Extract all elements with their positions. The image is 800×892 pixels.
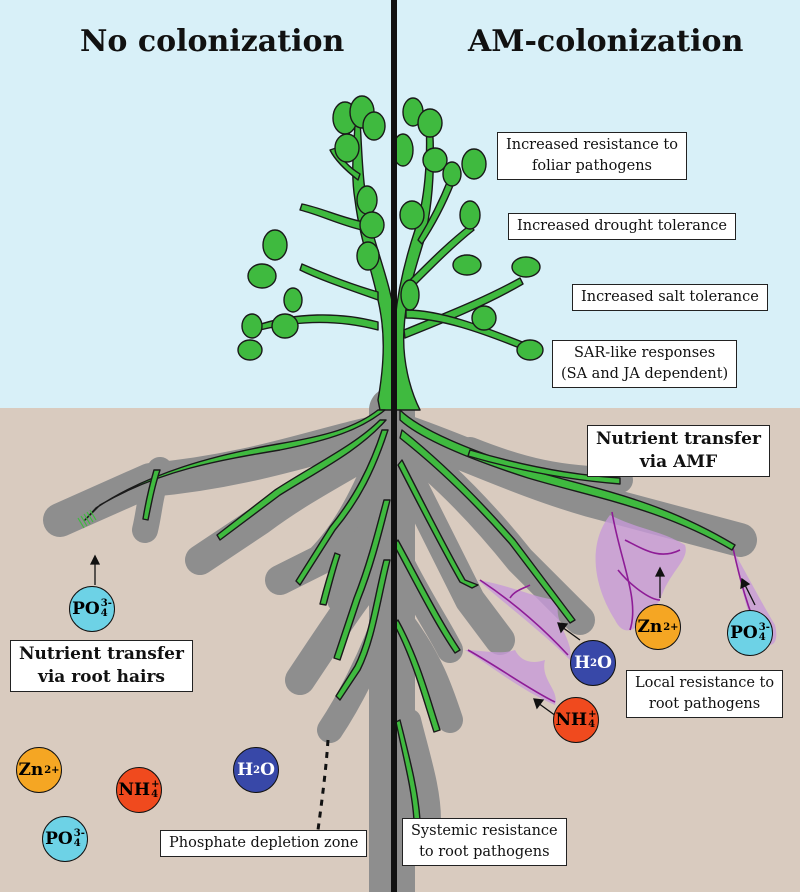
label-line: to root pathogens xyxy=(419,844,550,860)
ion-symbol: H xyxy=(574,653,591,673)
ion-symbol: Zn xyxy=(637,617,663,637)
ion-symbol: H xyxy=(237,760,254,780)
label-line: Nutrient transfer xyxy=(19,644,184,664)
nutrient-arrows xyxy=(89,554,756,717)
ion-subscript: 4 xyxy=(151,789,159,800)
ion-subscript: 4 xyxy=(73,838,81,849)
ion-subscript: 4 xyxy=(100,608,108,619)
ion-subscript: 2 xyxy=(253,764,261,776)
ion-charge: + xyxy=(588,709,597,720)
ion-symbol: PO xyxy=(72,599,100,619)
label-line: foliar pathogens xyxy=(531,158,652,174)
ion-charge: 2+ xyxy=(663,621,679,633)
label-drought-tolerance: Increased drought tolerance xyxy=(508,213,736,240)
title-am-colonization: AM-colonization xyxy=(468,24,744,59)
label-local-resistance: Local resistance to root pathogens xyxy=(626,670,784,718)
ion-symbol-tail: O xyxy=(260,760,275,780)
label-line: (SA and JA dependent) xyxy=(561,366,729,382)
label-line: Local resistance to xyxy=(635,675,775,691)
ion-subscript: 4 xyxy=(758,632,766,643)
label-systemic-resistance: Systemic resistance to root pathogens xyxy=(402,818,567,866)
label-phosphate-depletion-zone: Phosphate depletion zone xyxy=(160,830,368,857)
ion-symbol: PO xyxy=(45,829,73,849)
ion-symbol: PO xyxy=(730,623,758,643)
ion-ammonium-right: NH+4 xyxy=(553,697,599,743)
ion-subscript: 4 xyxy=(588,719,596,730)
ion-charge: 2+ xyxy=(44,764,60,776)
ion-charge: 3- xyxy=(73,828,85,839)
label-sar-responses: SAR-like responses (SA and JA dependent) xyxy=(552,340,738,388)
center-divider xyxy=(391,0,397,892)
label-nutrient-transfer-root-hairs: Nutrient transfer via root hairs xyxy=(10,640,193,692)
label-line: root pathogens xyxy=(648,696,761,712)
root-hairs xyxy=(77,509,97,529)
ion-symbol: Zn xyxy=(18,760,44,780)
label-line: Systemic resistance xyxy=(411,823,558,839)
label-line: via root hairs xyxy=(37,667,165,687)
label-salt-tolerance: Increased salt tolerance xyxy=(572,284,768,311)
title-no-colonization: No colonization xyxy=(80,24,345,59)
label-nutrient-transfer-amf: Nutrient transfer via AMF xyxy=(587,425,770,477)
ion-charge: + xyxy=(151,779,160,790)
label-line: Nutrient transfer xyxy=(596,429,761,449)
ion-charge: 3- xyxy=(100,598,112,609)
ion-symbol-tail: O xyxy=(597,653,612,673)
label-foliar-resistance: Increased resistance to foliar pathogens xyxy=(497,132,687,180)
ion-symbol: NH xyxy=(555,710,588,730)
label-line: SAR-like responses xyxy=(573,345,716,361)
ion-ammonium-left: NH+4 xyxy=(116,767,162,813)
label-line: Increased resistance to xyxy=(506,137,678,153)
ion-charge: 3- xyxy=(758,622,770,633)
plant xyxy=(84,95,736,821)
ion-symbol: NH xyxy=(118,780,151,800)
ion-subscript: 2 xyxy=(590,657,598,669)
label-line: via AMF xyxy=(639,452,718,472)
